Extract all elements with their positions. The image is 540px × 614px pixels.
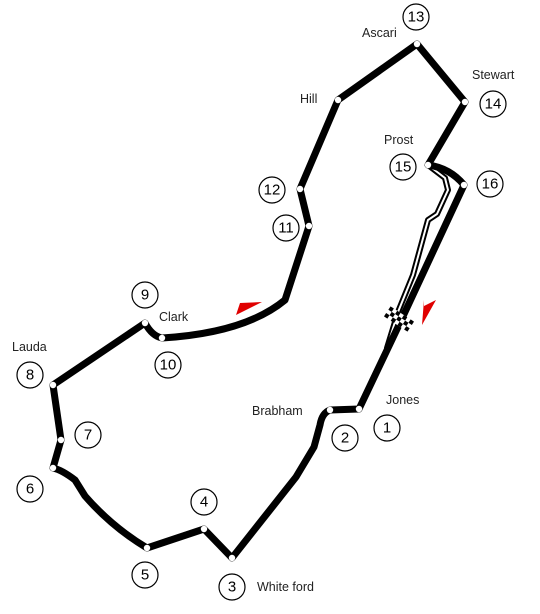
corner-label-stewart: Stewart bbox=[472, 68, 515, 82]
corner-number: 10 bbox=[160, 357, 177, 374]
corner-marker-4: 4 bbox=[190, 488, 218, 516]
corner-number: 9 bbox=[141, 287, 149, 304]
corner-marker-7: 7 bbox=[74, 421, 102, 449]
corner-number: 16 bbox=[482, 176, 499, 193]
corner-marker-2: 2 bbox=[331, 424, 359, 452]
corner-number: 13 bbox=[408, 9, 425, 26]
corner-number: 11 bbox=[278, 220, 294, 237]
corner-label-clark: Clark bbox=[159, 310, 189, 324]
corner-marker-13: 13 bbox=[402, 3, 430, 31]
corner-number: 6 bbox=[26, 481, 34, 498]
corner-number: 2 bbox=[341, 430, 349, 447]
corner-marker-6: 6 bbox=[16, 475, 44, 503]
corner-marker-1: 1 bbox=[373, 414, 401, 442]
corner-label-ascari: Ascari bbox=[362, 26, 397, 40]
corner-label-hill: Hill bbox=[300, 92, 317, 106]
direction-arrow-icon bbox=[422, 300, 436, 325]
corner-number: 7 bbox=[84, 427, 92, 444]
corner-number: 12 bbox=[264, 182, 281, 199]
corner-marker-14: 14 bbox=[479, 90, 507, 118]
corner-marker-3: 3 bbox=[218, 573, 246, 601]
corner-number: 8 bbox=[26, 367, 34, 384]
corner-label-lauda: Lauda bbox=[12, 340, 47, 354]
track-nodes bbox=[49, 40, 469, 562]
corner-marker-5: 5 bbox=[131, 561, 159, 589]
corner-marker-10: 10 bbox=[154, 351, 182, 379]
direction-arrow-icon bbox=[236, 302, 262, 315]
corner-label-jones: Jones bbox=[386, 393, 419, 407]
corner-marker-8: 8 bbox=[16, 361, 44, 389]
corner-marker-15: 15 bbox=[389, 153, 417, 181]
corner-label-white-ford: White ford bbox=[257, 580, 314, 594]
corner-marker-11: 11 bbox=[272, 214, 300, 242]
corner-number: 5 bbox=[141, 567, 149, 584]
corner-number: 3 bbox=[228, 579, 236, 596]
checkered-flag-icon bbox=[383, 306, 415, 332]
corner-label-brabham: Brabham bbox=[252, 404, 303, 418]
corner-number: 15 bbox=[395, 159, 412, 176]
corner-marker-16: 16 bbox=[476, 170, 504, 198]
corner-label-prost: Prost bbox=[384, 133, 414, 147]
corner-number: 4 bbox=[200, 494, 208, 511]
pit-lane-inner bbox=[386, 164, 449, 349]
corner-number: 14 bbox=[485, 96, 502, 113]
corner-marker-12: 12 bbox=[258, 176, 286, 204]
corner-marker-9: 9 bbox=[131, 281, 159, 309]
corner-number: 1 bbox=[383, 420, 391, 437]
